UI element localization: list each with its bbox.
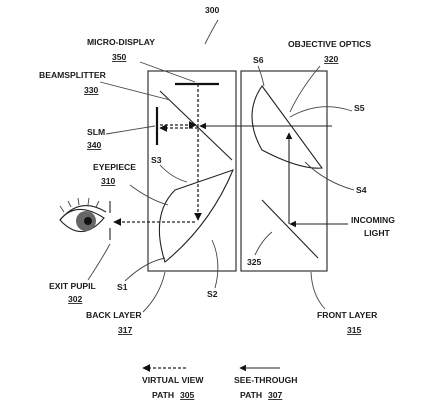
incoming-light-line2: LIGHT bbox=[364, 228, 391, 238]
surface-s2: S2 bbox=[207, 289, 218, 299]
s4-leader bbox=[304, 161, 355, 191]
eyepiece-ref: 310 bbox=[101, 176, 116, 186]
beamsplitter-leader bbox=[99, 81, 171, 101]
slm-leader bbox=[105, 125, 156, 135]
front-layer-leader bbox=[310, 271, 326, 310]
legend-virtual-line2: PATH bbox=[152, 390, 174, 400]
exit-pupil-ref: 302 bbox=[68, 294, 83, 304]
surface-s3: S3 bbox=[151, 155, 162, 165]
fold-mirror bbox=[261, 199, 319, 259]
micro-display-leader bbox=[139, 61, 196, 83]
legend-see-through-line2: PATH bbox=[240, 390, 262, 400]
back-layer-box bbox=[147, 70, 237, 272]
surface-s5: S5 bbox=[354, 103, 365, 113]
exit-pupil-label: EXIT PUPIL bbox=[49, 281, 96, 291]
front-layer-box bbox=[240, 70, 328, 272]
back-layer-label: BACK LAYER bbox=[86, 310, 142, 320]
s6-leader bbox=[257, 65, 265, 87]
slm-ref: 340 bbox=[87, 140, 102, 150]
front-layer-ref: 315 bbox=[347, 325, 362, 335]
beamsplitter-label: BEAMSPLITTER bbox=[39, 70, 107, 80]
s3-leader bbox=[159, 164, 188, 183]
s2-leader bbox=[211, 239, 219, 289]
eyepiece-leader bbox=[129, 184, 169, 206]
figure-number: 300 bbox=[205, 5, 220, 15]
objective-optics-leader bbox=[289, 65, 321, 113]
legend-virtual-ref: 305 bbox=[180, 390, 195, 400]
surface-s1: S1 bbox=[117, 282, 128, 292]
objective-optics-ref: 320 bbox=[324, 54, 339, 64]
surface-s4: S4 bbox=[356, 185, 367, 195]
beamsplitter-ref: 330 bbox=[84, 85, 99, 95]
objective-optics-label: OBJECTIVE OPTICS bbox=[288, 39, 371, 49]
figure-number-leader bbox=[204, 19, 219, 45]
front-layer-label: FRONT LAYER bbox=[317, 310, 378, 320]
legend-see-through-line1: SEE-THROUGH bbox=[234, 375, 298, 385]
objective-optics-prism bbox=[251, 85, 324, 169]
eyepiece-prism bbox=[158, 169, 234, 263]
exit-pupil-leader bbox=[87, 243, 111, 281]
incoming-light-ref: 325 bbox=[247, 257, 262, 267]
s5-leader bbox=[289, 106, 353, 118]
micro-display-label: MICRO-DISPLAY bbox=[87, 37, 155, 47]
back-layer-leader bbox=[142, 271, 166, 313]
ref-325-leader bbox=[254, 231, 273, 256]
micro-display-ref: 350 bbox=[112, 52, 127, 62]
eye-icon bbox=[59, 197, 107, 233]
eyepiece-label: EYEPIECE bbox=[93, 162, 136, 172]
legend-see-through-ref: 307 bbox=[268, 390, 283, 400]
incoming-light-line1: INCOMING bbox=[351, 215, 395, 225]
s1-leader bbox=[124, 257, 166, 282]
slm-label: SLM bbox=[87, 127, 105, 137]
back-layer-ref: 317 bbox=[118, 325, 133, 335]
legend-virtual-line1: VIRTUAL VIEW bbox=[142, 375, 204, 385]
surface-s6: S6 bbox=[253, 55, 264, 65]
